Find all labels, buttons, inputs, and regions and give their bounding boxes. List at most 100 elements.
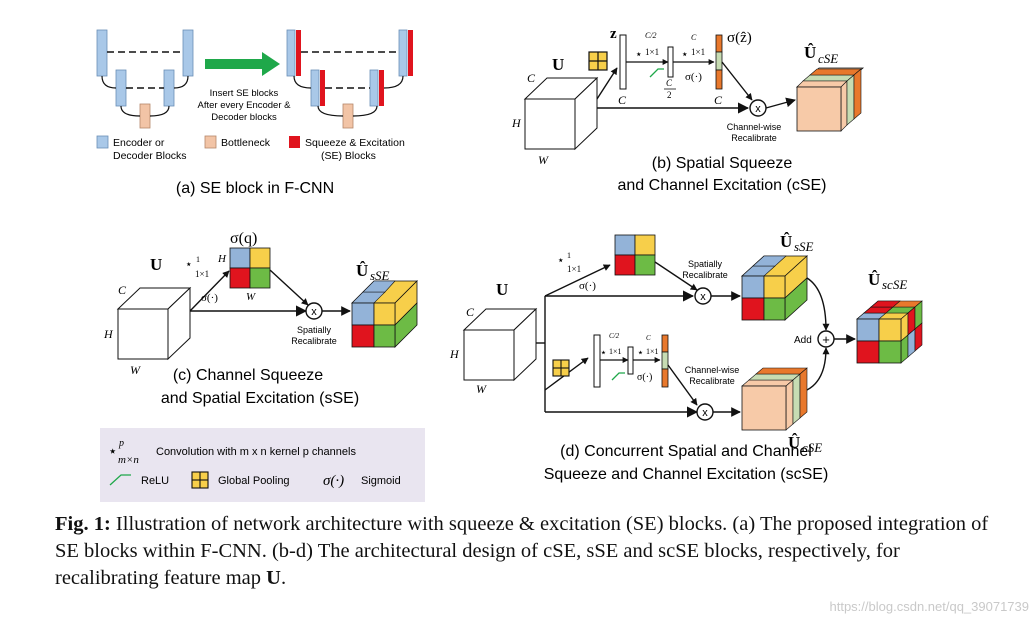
- panel-c-title-2: and Spatial Excitation (sSE): [161, 390, 359, 407]
- cube-U-c: [116, 286, 192, 361]
- c-sigma-q: σ(q): [230, 230, 257, 247]
- legend-encoder-line1: Encoder or: [113, 137, 165, 149]
- legend-box: ⋆ p m×n Convolution with m x n kernel p …: [100, 428, 425, 502]
- encoder-block: [115, 69, 127, 107]
- d-cube-C: C: [466, 305, 475, 319]
- decoder-block: [182, 29, 194, 77]
- legend-relu-icon: [109, 474, 131, 486]
- d-arrow-q-to-smult: [654, 261, 698, 291]
- z-vector: [619, 34, 627, 90]
- b-conv1-sub: 1×1: [645, 47, 659, 57]
- b-conv2-sub: 1×1: [691, 47, 705, 57]
- b-recal-1: Channel-wise: [727, 122, 782, 132]
- legend-sigmoid: Sigmoid: [361, 475, 401, 487]
- caption-end: .: [280, 567, 287, 589]
- up-path: [352, 105, 378, 117]
- encoder-block: [310, 69, 320, 107]
- d-add-label: Add: [794, 335, 812, 346]
- b-Uhat-sub: cSE: [818, 51, 838, 66]
- unet-before: [96, 29, 194, 129]
- d-z-vector: [593, 334, 601, 388]
- legend-conv-star: ⋆: [108, 442, 117, 460]
- b-conv1-star: ⋆: [635, 47, 643, 61]
- d-cube-W: W: [476, 382, 487, 396]
- b-U-label: U: [552, 55, 564, 74]
- d-conv-top-sup: 1: [567, 251, 571, 260]
- c-conv-sub: 1×1: [195, 269, 209, 279]
- decoder-block: [369, 69, 379, 107]
- panel-d: U C H W ⋆ 1 1×1 σ(·) x Spatially Recalib…: [449, 232, 923, 483]
- d-channel-recal-1: Channel-wise: [685, 365, 740, 375]
- arrow-text-2: After every Encoder &: [198, 100, 292, 111]
- d-smult-x: x: [700, 291, 706, 303]
- down-path: [101, 75, 117, 89]
- d-conv-top-sub: 1×1: [567, 264, 581, 274]
- d-arrow-weights-to-cmult: [667, 364, 698, 406]
- panel-b-title-2: and Channel Excitation (cSE): [618, 177, 827, 194]
- d-channel-recal-2: Recalibrate: [689, 376, 735, 386]
- b-conv1-sup: C/2: [645, 31, 657, 40]
- unet-after: [286, 29, 413, 129]
- c-Uhat: Û: [356, 261, 368, 280]
- cube-U-d: [462, 307, 538, 382]
- d-cube-U-sSE: [740, 255, 809, 321]
- legend-se-line2: (SE) Blocks: [321, 150, 376, 162]
- d-Uhat-scSE-sub: scSE: [882, 277, 907, 292]
- legend-bottleneck-swatch: [204, 135, 217, 149]
- arrow-text-1: Insert SE blocks: [210, 88, 279, 99]
- c-arrow-q-to-mult: [269, 269, 309, 306]
- d-reduced-vector: [627, 346, 634, 375]
- d-spatial-recal-2: Recalibrate: [682, 270, 728, 280]
- up-path: [149, 105, 170, 117]
- c-multiply-x: x: [311, 306, 317, 318]
- channel-weights-bar: [715, 34, 723, 90]
- panel-d-title-2: Squeeze and Channel Excitation (scSE): [544, 466, 829, 483]
- d-arrow-sSE-to-add: [806, 277, 830, 331]
- d-Uhat-sSE-sub: sSE: [794, 239, 814, 254]
- global-pooling-icon: [588, 51, 608, 71]
- legend-se-line1: Squeeze & Excitation: [305, 137, 405, 149]
- b-sigma-zhat: σ(ẑ): [727, 30, 752, 46]
- se-block: [379, 70, 384, 106]
- b-C-bottom: C: [618, 93, 627, 107]
- legend-sigmoid-symbol: σ(·): [323, 473, 344, 489]
- c-recal-2: Recalibrate: [291, 336, 337, 346]
- bottleneck-block: [342, 103, 354, 129]
- d-conv1-sup: C/2: [609, 332, 620, 340]
- b-multiply-x: x: [755, 103, 761, 115]
- panel-b: U C H W z C ⋆ C/2 1×1 C 2 ⋆ C 1×1 σ(·): [511, 26, 865, 194]
- d-conv-top-star: ⋆: [557, 253, 565, 267]
- d-arrow-cSE-to-add: [806, 347, 830, 391]
- legend-relu: ReLU: [141, 475, 169, 487]
- caption-text: Illustration of network architecture wit…: [55, 513, 989, 589]
- b-conv2-star: ⋆: [681, 47, 689, 61]
- b-z-label: z: [610, 26, 617, 42]
- relu-icon: [649, 68, 664, 78]
- se-block: [296, 30, 301, 76]
- panel-c-title-1: (c) Channel Squeeze: [173, 367, 323, 384]
- c-conv-sup: 1: [196, 255, 200, 264]
- b-Uhat: Û: [804, 43, 816, 62]
- caption-bold-U: U: [266, 567, 281, 589]
- d-conv2-star: ⋆: [637, 346, 644, 359]
- figure-caption: Fig. 1: Illustration of network architec…: [55, 511, 1005, 592]
- b-C2-top: C: [666, 78, 673, 88]
- d-U-label: U: [496, 280, 508, 299]
- d-conv2-sup: C: [646, 334, 651, 342]
- arrow-mult-to-out: [765, 97, 796, 109]
- c-cube-W: W: [130, 363, 141, 377]
- legend-encoder-line2: Decoder Blocks: [113, 150, 187, 162]
- se-block: [320, 70, 325, 106]
- b-sigma: σ(·): [685, 71, 702, 83]
- d-relu-icon: [611, 372, 625, 381]
- up-path: [383, 75, 404, 89]
- b-recal-2: Recalibrate: [731, 133, 777, 143]
- b-C2-bottom: 2: [667, 90, 672, 100]
- arrow-weights-to-mult: [721, 61, 753, 101]
- d-add-plus: +: [822, 332, 830, 347]
- b-cube-H: H: [511, 116, 522, 130]
- caption-label: Fig. 1:: [55, 513, 111, 535]
- legend-background: [100, 428, 425, 502]
- decoder-block: [163, 69, 175, 107]
